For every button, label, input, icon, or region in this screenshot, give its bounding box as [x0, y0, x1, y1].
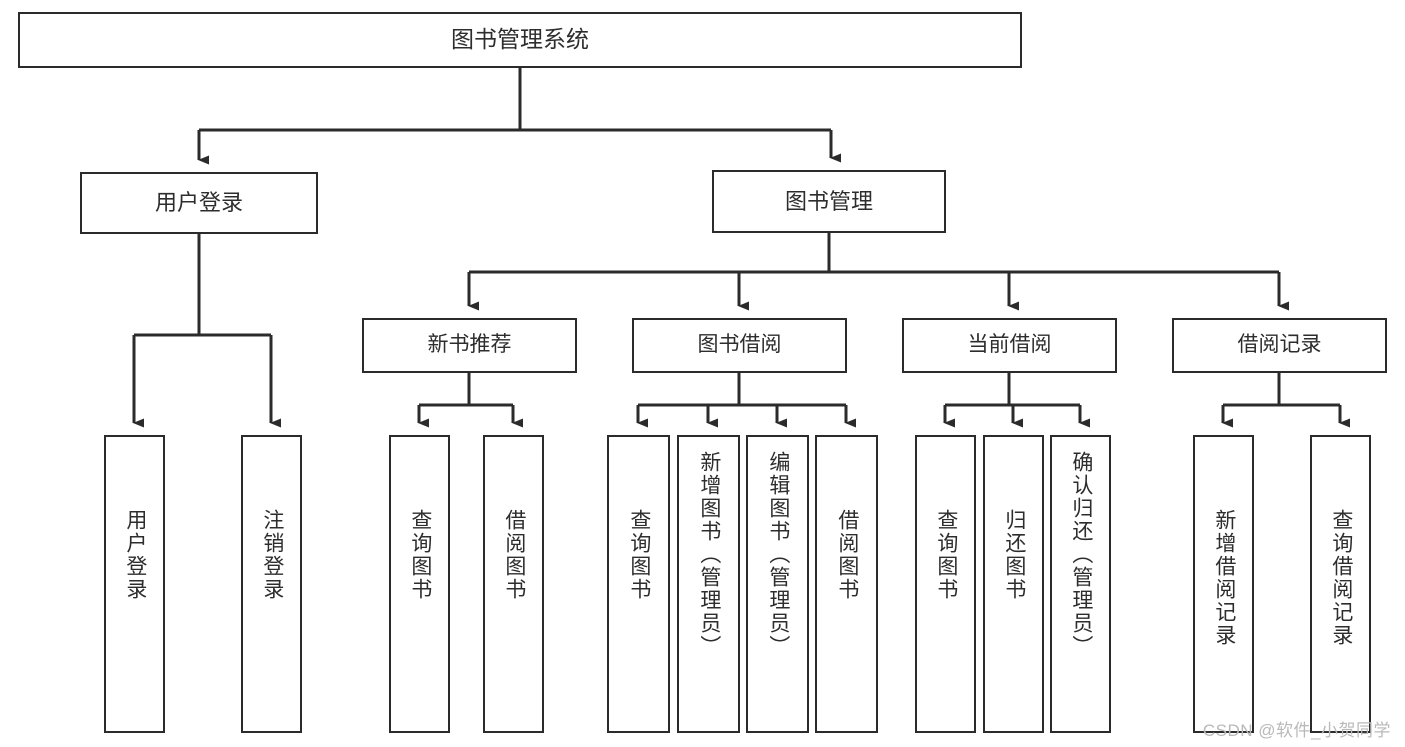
leaf-node-label: 查询图书 — [934, 509, 958, 601]
leaf-node[interactable]: 用户登录 — [104, 435, 165, 733]
leaf-node-label: 查询借阅记录 — [1329, 509, 1353, 647]
leaf-node-label: 确认归还（管理员） — [1069, 451, 1093, 658]
leaf-node[interactable]: 编辑图书（管理员） — [746, 435, 809, 733]
node-user-login[interactable]: 用户登录 — [80, 172, 318, 234]
leaf-node[interactable]: 新增图书（管理员） — [677, 435, 740, 733]
node-book-borrow-label: 图书借阅 — [697, 333, 782, 357]
node-current-borrow-label: 当前借阅 — [967, 333, 1052, 357]
node-root[interactable]: 图书管理系统 — [18, 12, 1022, 68]
leaf-node[interactable]: 查询图书 — [389, 435, 450, 733]
leaf-node-label: 编辑图书（管理员） — [766, 451, 790, 658]
node-book-borrow[interactable]: 图书借阅 — [632, 318, 847, 373]
csdn-watermark: CSDN @软件_小贺同学 — [1202, 721, 1391, 740]
leaf-node-label: 归还图书 — [1002, 509, 1026, 601]
node-root-label: 图书管理系统 — [451, 26, 589, 53]
leaf-node[interactable]: 借阅图书 — [483, 435, 544, 733]
node-book-management-label: 图书管理 — [784, 188, 873, 214]
leaf-node[interactable]: 查询借阅记录 — [1310, 435, 1371, 733]
leaf-node[interactable]: 注销登录 — [241, 435, 302, 733]
leaf-node-label: 新增图书（管理员） — [697, 451, 721, 658]
node-borrow-record-label: 借阅记录 — [1237, 333, 1322, 357]
node-borrow-record[interactable]: 借阅记录 — [1172, 318, 1387, 373]
node-new-book-recommend-label: 新书推荐 — [427, 333, 512, 357]
leaf-node[interactable]: 借阅图书 — [815, 435, 878, 733]
leaf-node-label: 借阅图书 — [835, 509, 859, 601]
leaf-node-label: 用户登录 — [123, 509, 147, 601]
leaf-node-label: 查询图书 — [408, 509, 432, 601]
leaf-node[interactable]: 确认归还（管理员） — [1050, 435, 1111, 733]
leaf-node[interactable]: 新增借阅记录 — [1193, 435, 1254, 733]
leaf-node-label: 注销登录 — [260, 509, 284, 601]
node-new-book-recommend[interactable]: 新书推荐 — [362, 318, 577, 373]
leaf-node[interactable]: 归还图书 — [983, 435, 1044, 733]
node-user-login-label: 用户登录 — [154, 190, 243, 216]
node-book-management[interactable]: 图书管理 — [712, 170, 946, 233]
leaf-node[interactable]: 查询图书 — [607, 435, 670, 733]
leaf-node-label: 查询图书 — [627, 509, 651, 601]
leaf-node[interactable]: 查询图书 — [915, 435, 976, 733]
node-current-borrow[interactable]: 当前借阅 — [902, 318, 1117, 373]
leaf-node-label: 借阅图书 — [502, 509, 526, 601]
leaf-node-label: 新增借阅记录 — [1212, 509, 1236, 647]
